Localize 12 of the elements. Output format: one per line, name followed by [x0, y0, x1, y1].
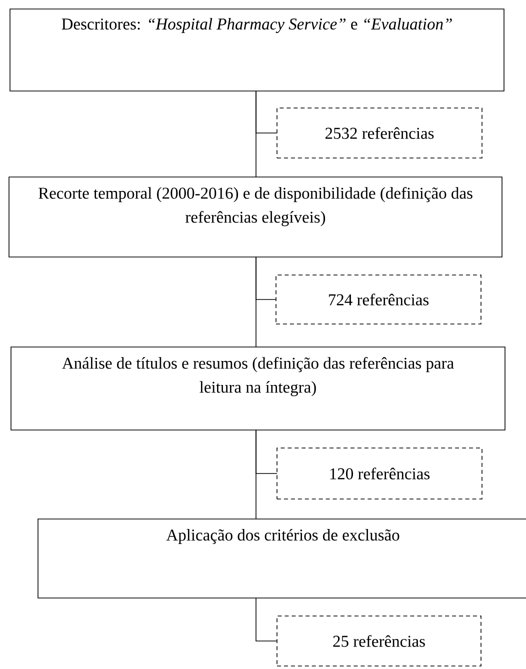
count-box: 120 referências [276, 448, 482, 500]
count-box: 25 referências [276, 616, 482, 666]
branch-line [256, 90, 278, 134]
branch-line [256, 256, 276, 300]
step-box: Análise de títulos e resumos (definição das referências para leitura na íntegra) [10, 346, 506, 430]
step-box: Descritores: “Hospital Pharmacy Service” e “Evaluation” [10, 8, 504, 92]
count-box: 2532 referências [276, 108, 482, 158]
count-box: 724 referências [276, 274, 482, 324]
step-box: Aplicação dos critérios de exclusão [38, 518, 526, 598]
branch-line [256, 430, 278, 474]
branch-line [256, 598, 278, 642]
step-box: Recorte temporal (2000-2016) e de disponibilidade (definição das referências elegíveis) [8, 176, 502, 258]
